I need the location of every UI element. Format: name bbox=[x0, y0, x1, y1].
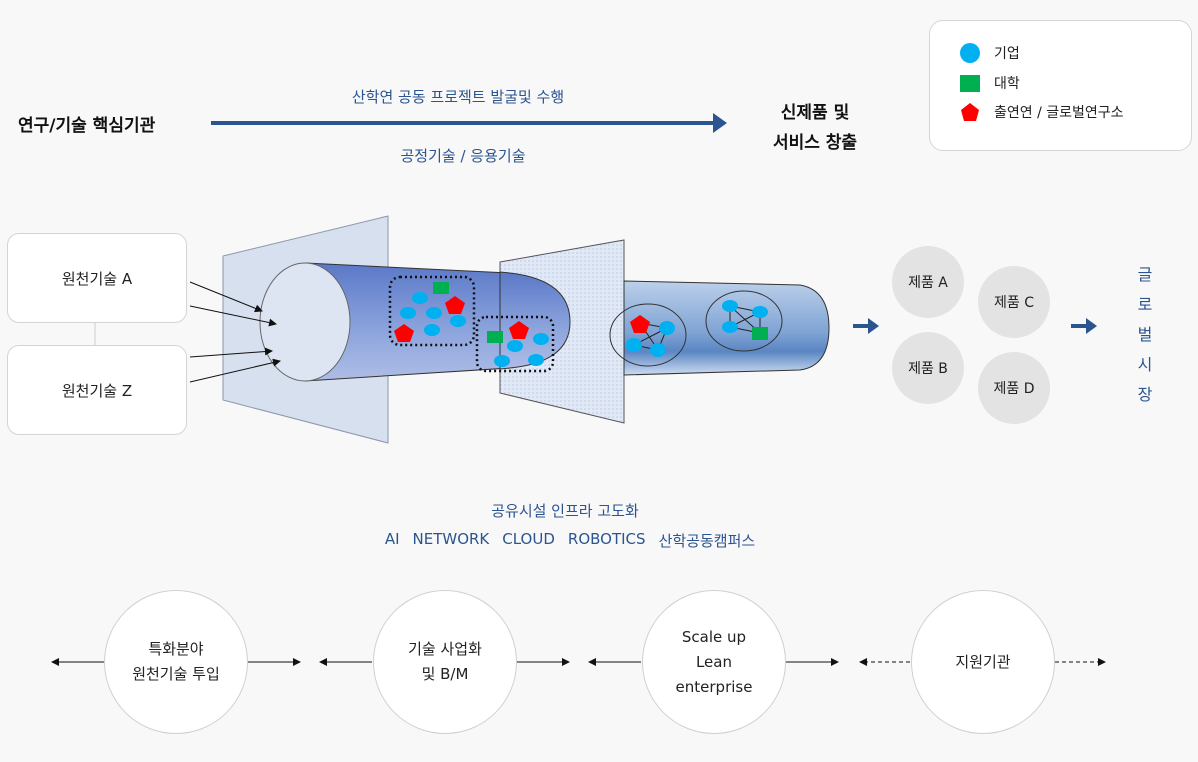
company-marker bbox=[450, 315, 466, 327]
infra-item-ai: AI bbox=[384, 530, 400, 548]
tube-entrance bbox=[259, 262, 351, 382]
company-marker bbox=[507, 340, 523, 352]
company-marker bbox=[722, 300, 738, 312]
legend-label: 기업 bbox=[994, 46, 1020, 62]
network-cluster-2 bbox=[705, 290, 783, 352]
stage-line: 특화분야 bbox=[148, 640, 204, 658]
market-char: 글 bbox=[1137, 265, 1153, 284]
infra-item-cloud: CLOUD bbox=[502, 530, 555, 548]
company-marker bbox=[650, 343, 666, 357]
target-label: 신제품 및 서비스 창출 bbox=[760, 98, 870, 158]
stage-line: 원천기술 투입 bbox=[132, 665, 220, 683]
market-char: 시 bbox=[1137, 355, 1153, 374]
market-char: 로 bbox=[1137, 295, 1153, 314]
university-marker bbox=[487, 331, 503, 343]
university-marker bbox=[433, 282, 449, 294]
company-marker bbox=[400, 307, 416, 319]
stage-line: Scale up bbox=[681, 627, 747, 646]
product-d: 제품 D bbox=[978, 352, 1050, 424]
stage-support-org: 지원기관 bbox=[911, 590, 1055, 734]
institute-marker bbox=[509, 321, 529, 339]
cluster-group-1 bbox=[388, 275, 476, 347]
company-marker bbox=[752, 306, 768, 318]
company-marker bbox=[722, 321, 738, 333]
to-market-arrow bbox=[1071, 318, 1097, 334]
legend-label: 출연연 / 글로벌연구소 bbox=[994, 105, 1124, 121]
company-marker bbox=[426, 307, 442, 319]
institute-marker bbox=[445, 296, 465, 314]
top-flow-arrow bbox=[211, 113, 727, 133]
company-marker bbox=[659, 321, 675, 335]
global-market-label: 글 로 벌 시 장 bbox=[1134, 260, 1156, 410]
source-tech-z: 원천기술 Z bbox=[7, 345, 187, 435]
network-cluster-1 bbox=[609, 303, 687, 367]
infra-item-network: NETWORK bbox=[412, 530, 490, 548]
target-label-line2: 서비스 창출 bbox=[772, 133, 858, 153]
square-icon bbox=[960, 74, 980, 92]
company-marker bbox=[424, 324, 440, 336]
stage-line: Lean bbox=[695, 652, 732, 671]
infra-item-campus: 산학공동캠퍼스 bbox=[658, 532, 756, 550]
company-marker bbox=[626, 338, 642, 352]
infra-item-robotics: ROBOTICS bbox=[567, 530, 646, 548]
product-c: 제품 C bbox=[978, 266, 1050, 338]
to-products-arrow bbox=[853, 318, 879, 334]
market-char: 장 bbox=[1137, 385, 1153, 404]
institute-marker bbox=[394, 324, 414, 342]
legend-item-company: 기업 bbox=[960, 43, 1020, 63]
legend-label: 대학 bbox=[994, 76, 1020, 92]
stage-line: 지원기관 bbox=[955, 652, 1011, 671]
infra-items: AI NETWORK CLOUD ROBOTICS 산학공동캠퍼스 bbox=[340, 530, 800, 551]
company-marker bbox=[528, 354, 544, 366]
university-marker bbox=[752, 327, 768, 340]
cluster-group-2 bbox=[475, 315, 555, 373]
legend: 기업 대학 출연연 / 글로벌연구소 bbox=[929, 20, 1192, 151]
stage-line: 기술 사업화 bbox=[408, 640, 482, 658]
arrow-label-bottom: 공정기술 / 응용기술 bbox=[400, 147, 526, 165]
arrow-label-top: 산학연 공동 프로젝트 발굴및 수행 bbox=[351, 88, 565, 106]
source-institution-label: 연구/기술 핵심기관 bbox=[18, 116, 156, 136]
legend-item-institute: 출연연 / 글로벌연구소 bbox=[960, 102, 1124, 122]
source-input-arrows bbox=[189, 281, 281, 383]
market-char: 벌 bbox=[1137, 325, 1153, 344]
stage-scale-up: Scale up Lean enterprise bbox=[642, 590, 786, 734]
institute-marker bbox=[630, 315, 650, 333]
company-marker bbox=[533, 333, 549, 345]
source-tech-a: 원천기술 A bbox=[7, 233, 187, 323]
circle-icon bbox=[960, 43, 980, 63]
legend-item-university: 대학 bbox=[960, 73, 1020, 93]
infra-title: 공유시설 인프라 고도화 bbox=[491, 502, 639, 520]
stage-line: 및 B/M bbox=[421, 665, 469, 683]
product-a: 제품 A bbox=[892, 246, 964, 318]
pentagon-icon bbox=[960, 102, 980, 122]
product-b: 제품 B bbox=[892, 332, 964, 404]
company-marker bbox=[494, 355, 510, 367]
target-label-line1: 신제품 및 bbox=[780, 103, 850, 123]
company-marker bbox=[412, 292, 428, 304]
stage-line: enterprise bbox=[675, 677, 753, 696]
